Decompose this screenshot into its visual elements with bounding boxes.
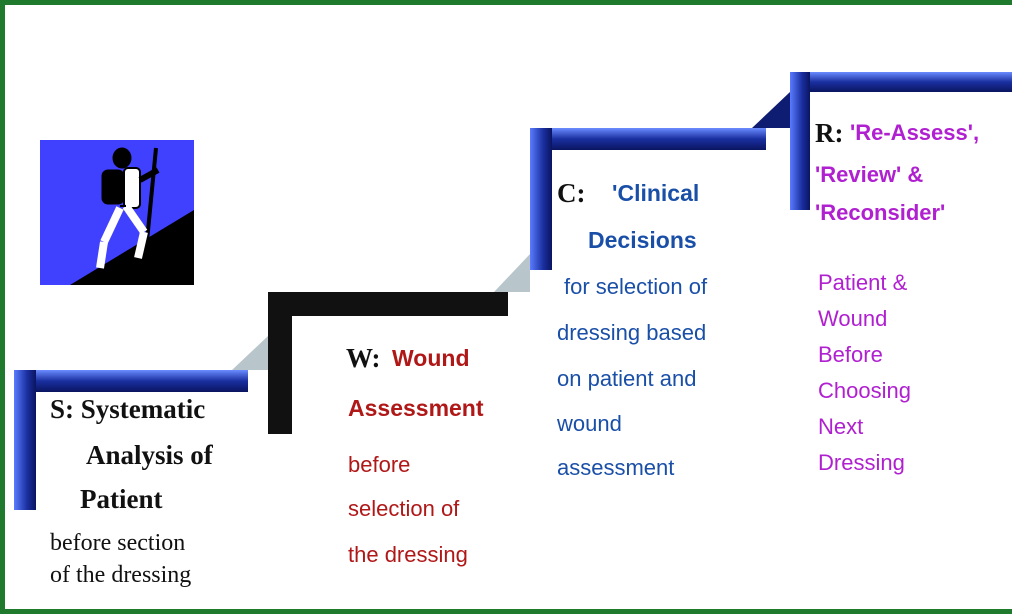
step-c-description: for selection of: [564, 274, 708, 299]
step-w-description: selection of: [348, 496, 460, 521]
step-s-title: Patient: [80, 484, 163, 514]
step-w-title: Assessment: [348, 395, 484, 421]
step-c: [530, 128, 766, 270]
step-s-title: Analysis of: [86, 440, 213, 470]
step-s-letter: S:: [50, 394, 75, 424]
step-c-letter: C:: [557, 178, 586, 208]
step-connector: [494, 254, 530, 292]
step-r-title: 'Reconsider': [815, 200, 946, 225]
step-r-title: 'Re-Assess',: [850, 120, 980, 145]
step-c-description: dressing based: [557, 320, 707, 345]
step-r-description: Before: [818, 342, 883, 367]
step-w-title: Wound: [392, 345, 470, 371]
step-r-description: Next: [818, 414, 864, 439]
hiker-climbing-icon: [40, 140, 194, 285]
step-s: [14, 370, 248, 510]
step-c-title: Decisions: [588, 227, 697, 253]
step-r: [790, 72, 1012, 210]
step-c-description: on patient and: [557, 366, 697, 391]
step-s-heading: S: Systematic: [50, 394, 205, 425]
step-c-description: wound: [557, 411, 622, 436]
step-connector: [752, 92, 790, 128]
step-r-description: Choosing: [818, 378, 911, 403]
step-w-description: the dressing: [348, 542, 468, 567]
step-r-description: Patient &: [818, 270, 908, 295]
step-c-description: assessment: [557, 455, 675, 480]
step-connector: [232, 336, 268, 370]
step-w-letter: W:: [346, 343, 381, 373]
step-w-description: before: [348, 452, 411, 477]
step-r-description: Dressing: [818, 450, 905, 475]
step-s-description: of the dressing: [50, 562, 192, 588]
step-r-description: Wound: [818, 306, 888, 331]
step-w: [268, 292, 508, 434]
step-s-title: Systematic: [80, 394, 206, 424]
step-r-title: 'Review' &: [815, 162, 924, 187]
step-r-letter: R:: [815, 118, 844, 148]
step-c-title: 'Clinical: [612, 180, 700, 206]
step-s-description: before section: [50, 530, 186, 556]
